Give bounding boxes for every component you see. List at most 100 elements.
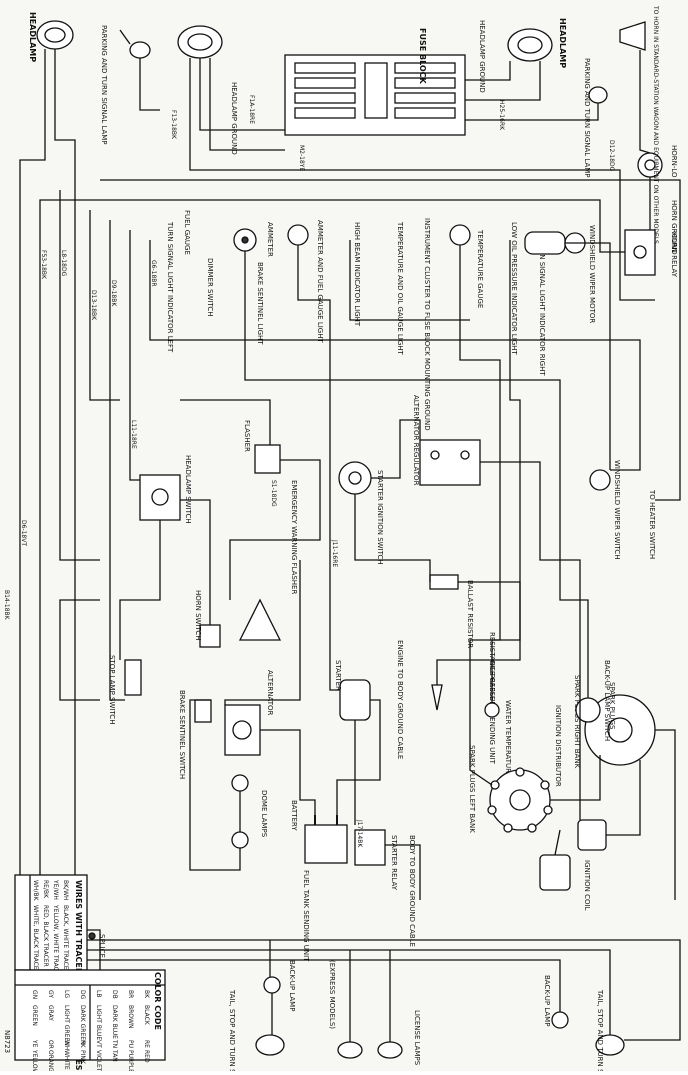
wire-code: S1-18DG — [270, 480, 277, 507]
ballast — [429, 574, 459, 590]
tracer-code: RE/BK — [42, 880, 49, 899]
flasher — [254, 444, 281, 474]
headlamp-ground-left-label: HEADLAMP GROUND — [230, 82, 238, 155]
ignition-switch-label: STARTER IGNITION SWITCH — [376, 470, 384, 565]
wire-code: M2-18YE — [298, 145, 305, 171]
temp-gauge — [449, 224, 471, 246]
fuse-block — [284, 54, 466, 136]
color-code-abbrev: OR — [47, 1040, 54, 1049]
color-code-name: PURPLE — [127, 1050, 134, 1071]
color-code-name: VIOLET — [95, 1050, 102, 1071]
color-code-name: PINK — [79, 1050, 86, 1065]
horn-high — [619, 21, 646, 51]
wire-code: F1A-18RE — [248, 95, 255, 124]
color-code-abbrev: BR — [127, 990, 134, 998]
turn-right-label: TURN SIGNAL LIGHT INDICATOR RIGHT — [538, 239, 546, 376]
license-label: LICENSE LAMPS — [413, 1010, 421, 1066]
ballast-label: BALLAST RESISTOR — [466, 580, 474, 648]
distributor — [487, 767, 553, 833]
license-lamps — [337, 1041, 403, 1059]
color-code-name: GRAY — [47, 1005, 54, 1021]
color-code-name: BROWN — [127, 1005, 134, 1028]
color-code-abbrev: DG — [79, 990, 86, 1000]
color-code-name: TAN — [111, 1049, 118, 1062]
color-code-table: COLOR CODE BKBLACKREREDBRBROWNPUPURPLEDB… — [14, 969, 166, 1075]
fuel-tank-label: FUEL TANK SENDING UNIT — [302, 870, 310, 962]
distributor-label: IGNITION DISTRIBUTOR — [554, 705, 562, 787]
headlamp-right — [507, 28, 553, 62]
wire-code-labels: F1A-18RE F13-18BK D12-18DG H25-16RK M2-1… — [3, 95, 615, 848]
wire-code: D13-18BK — [90, 290, 97, 321]
starter-relay — [354, 829, 386, 866]
color-code-abbrev: TN — [111, 1039, 118, 1048]
headlamp-left — [36, 20, 74, 50]
wire-code: F13-18BK — [170, 110, 177, 140]
tracer-code: WH/BK — [32, 880, 39, 902]
color-code-name: LIGHT BLUE — [95, 1005, 102, 1040]
backup-lamp-right — [551, 1011, 569, 1029]
color-code-abbrev: LG — [63, 990, 70, 998]
backup-switch-label: BACK-UP LAMP SWITCH — [603, 660, 611, 741]
color-code-abbrev: GN — [31, 990, 38, 999]
horn-relay-label: HORN RELAY — [670, 232, 678, 278]
brake-switch-label: BRAKE SENTINEL SWITCH — [178, 690, 186, 779]
horn-ground-label: HORN GROUND — [670, 200, 678, 255]
parking-lamp-right-label: PARKING AND TURN SIGNAL LAMP — [583, 58, 591, 178]
wire-code: L11-18RE — [130, 420, 137, 449]
temp-gauge-label: TEMPERATURE GAUGE — [476, 229, 484, 308]
color-code-name: LIGHT GREEN — [63, 1005, 70, 1046]
headlamp-left-inner — [177, 25, 223, 59]
horn-lo-label: HORN-LO — [670, 145, 678, 178]
horn-lo — [637, 152, 663, 178]
brake-switch — [194, 699, 212, 723]
splice-label: SPLICE — [98, 934, 106, 958]
color-code-abbrev: VT — [95, 1040, 102, 1048]
spark-plugs-label: SPARK PLUGS — [608, 682, 616, 730]
wire-code: H25-16RK — [498, 100, 505, 131]
wire-code: D12-18DG — [608, 140, 615, 172]
turn-left-label: TURN SIGNAL LIGHT INDICATOR LEFT — [166, 221, 174, 353]
ammeter-label: AMMETER — [266, 222, 274, 257]
to-heater-label: TO HEATER SWITCH — [648, 489, 656, 559]
color-code-abbrev: WH — [63, 1040, 70, 1050]
regulator — [419, 439, 481, 486]
alternator — [224, 704, 261, 756]
ignition-coil-label: IGNITION COIL — [583, 860, 591, 911]
color-code-abbrev: BK — [143, 990, 150, 999]
fuel-gauge — [233, 228, 257, 252]
spark-plug-cap — [584, 694, 656, 766]
turn-signal-switch — [238, 598, 282, 641]
tracer-code: BK/WH — [62, 880, 69, 901]
dome-lamps-label: DOME LAMPS — [260, 790, 268, 838]
color-code-abbrev: YE — [31, 1039, 38, 1048]
oil-indicator-label: LOW OIL PRESSURE INDICATOR LIGHT — [510, 222, 518, 355]
backup-right-label: BACK-UP LAMP — [543, 975, 551, 1026]
tracer-code: YE/WH — [52, 879, 59, 900]
wires — [19, 49, 681, 1060]
body-ground-label: BODY TO BODY GROUND CABLE — [408, 835, 416, 947]
wiper-motor-label: WINDSHIELD WIPER MOTOR — [588, 225, 596, 323]
headlamp-ground-right-label: HEADLAMP GROUND — [478, 20, 486, 93]
starter — [339, 679, 371, 721]
color-code-name: BLACK — [143, 1005, 150, 1026]
fuel-gauge-label: FUEL GAUGE — [183, 210, 191, 255]
battery — [304, 815, 348, 864]
tracer-desc: BLACK, WHITE TRACER — [62, 905, 69, 974]
wire-code: J11-16RE — [331, 539, 338, 567]
color-code-name: GREEN — [31, 1005, 38, 1026]
color-code-abbrev: PU — [127, 1040, 134, 1048]
express-label: (EXPRESS MODELS) — [328, 960, 336, 1029]
temp-sending-label: WATER TEMPERATURE SENDING UNIT — [504, 700, 512, 832]
horn-note-label: TO HORN IN STANDARD-STATION WAGON AND EQ… — [652, 5, 659, 244]
tracer-desc: RED, BLACK TRACER — [42, 905, 49, 967]
stop-lamp — [124, 659, 142, 696]
wire-code: G6-18BR — [150, 260, 157, 287]
emergency-label: EMERGENCY WARNING FLASHER — [290, 480, 298, 594]
color-code-name: DARK GREEN — [79, 1005, 86, 1045]
horn-switch — [199, 624, 221, 648]
flasher-label: FLASHER — [243, 420, 251, 452]
wire-code: B14-18BK — [3, 590, 10, 621]
